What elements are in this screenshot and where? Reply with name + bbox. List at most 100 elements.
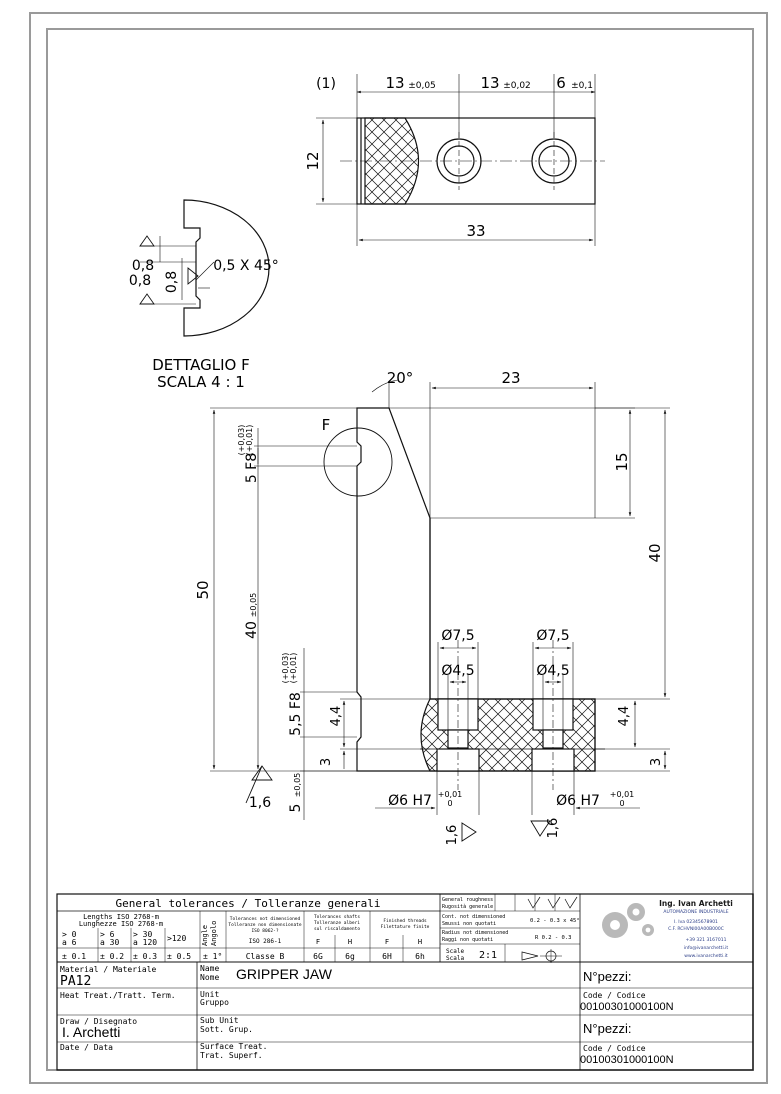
slot-upper-tol-top: (+0,03)	[237, 425, 246, 456]
dim-ref: (1)	[316, 76, 336, 92]
slot-lower-tol-bot: (+0,01)	[289, 653, 298, 684]
dim-13a: 13	[385, 74, 404, 92]
tb-material-value: PA12	[60, 974, 91, 989]
tb-code-l1: Code / Codice	[583, 991, 646, 1000]
tb-t1: ± 0.1	[62, 952, 86, 961]
h7-left-tol-top: +0,01	[438, 790, 463, 799]
tb-unit-l2: Gruppo	[200, 998, 229, 1007]
tb-6H: 6H	[382, 952, 392, 961]
dim-50: 50	[194, 580, 212, 599]
h7-right-tol-top: +0,01	[610, 790, 635, 799]
hole-cbore-2: Ø7,5	[536, 628, 569, 644]
tb-fit-h: H	[348, 938, 352, 946]
tb-fit-f: F	[316, 938, 320, 946]
tb-t5: ± 1°	[203, 952, 222, 961]
detail-f-outline	[183, 199, 270, 337]
dim-3-left: 3	[319, 758, 334, 766]
tb-scale-l1: Scale	[446, 948, 464, 955]
tb-company-l3: C.F. RCHVNI00A00B000C	[668, 926, 724, 932]
slot-upper-tol-bot: (+0,01)	[245, 425, 254, 456]
hole-dia-1: Ø4,5	[441, 663, 474, 679]
tb-company-l5: info@ivanarchetti.it	[684, 945, 729, 951]
dim-13b: 13	[480, 74, 499, 92]
front-view	[210, 379, 670, 842]
tb-company-name: Ing. Ivan Archetti	[659, 899, 733, 908]
tb-part-name: GRIPPER JAW	[236, 966, 333, 982]
tb-date-label: Date / Data	[60, 1043, 113, 1052]
dim-3-right: 3	[649, 758, 664, 766]
tb-fit-h3: sul riscaldamento	[314, 926, 360, 932]
tb-thread-f: F	[385, 938, 389, 946]
detail-r3: 0,8	[164, 271, 180, 293]
tb-radii-h1: Radius not dimensioned	[442, 930, 508, 936]
hole-cbore-1: Ø7,5	[441, 628, 474, 644]
company-gear-icon	[602, 903, 654, 938]
tb-iso-h1: Tolerances not dimensioned	[230, 916, 301, 922]
dim-13a-tol: ±0,05	[408, 81, 436, 91]
tb-company-l6: www.ivanarchetti.it	[684, 953, 728, 959]
tb-draw-label: Draw / Disegnato	[60, 1017, 137, 1026]
h7-left-tol-bot: 0	[447, 799, 452, 808]
tb-iso-h2: Tolleranze non dimensionate	[228, 922, 301, 928]
h7-left: Ø6 H7	[388, 793, 432, 809]
tb-company-l1: AUTOMAZIONE INDUSTRIALE	[663, 909, 728, 915]
dim-6: 6	[556, 74, 566, 92]
tb-6g: 6g	[345, 952, 355, 961]
tb-code-l2: Code / Codice	[583, 1044, 646, 1053]
title-block	[56, 893, 754, 1071]
tb-t2: ± 0.2	[100, 952, 124, 961]
tb-code-v2: 00100301000100N	[580, 1054, 674, 1066]
tb-scale-value: 2:1	[479, 950, 497, 961]
tb-thread-h: H	[418, 938, 422, 946]
top-view	[316, 74, 605, 246]
tb-r1a: > 0	[62, 930, 77, 939]
tb-company-l4: +39 321 3167011	[686, 937, 727, 943]
tb-edges-v: 0.2 - 0.3 x 45°	[530, 918, 580, 924]
tb-fit-h2: Tolleranze alberi	[314, 920, 360, 926]
tb-iso-v: ISO 286-1	[249, 938, 282, 945]
dim-15: 15	[613, 452, 631, 471]
dim-40-left: 40	[244, 621, 260, 639]
tb-rough-h2: Rugosità generale	[442, 903, 493, 910]
slot-lower: 5,5 F8	[288, 692, 304, 736]
dim-23: 23	[501, 369, 520, 387]
detail-r2: 0,8	[129, 273, 151, 289]
tb-lunghezze: Lunghezze ISO 2768-m	[79, 920, 163, 928]
detail-f-callout-circle	[323, 427, 393, 497]
projection-cone	[521, 951, 539, 961]
tb-npezzi-1: N°pezzi:	[583, 969, 632, 984]
tb-t3: ± 0.3	[133, 952, 157, 961]
h7-right: Ø6 H7	[556, 793, 600, 809]
slot-upper: 5 F8	[244, 453, 260, 483]
dim-12: 12	[304, 151, 322, 170]
detail-r1: 0,8	[132, 258, 154, 274]
roughness-a: 1,6	[445, 825, 460, 846]
tb-thread-h2: Filettature finite	[381, 924, 430, 930]
tb-unit-l1: Unit	[200, 990, 219, 999]
tb-npezzi-2: N°pezzi:	[583, 1021, 632, 1036]
tb-sub-l1: Sub Unit	[200, 1016, 239, 1025]
slot-lower-tol-top: (+0,03)	[281, 653, 290, 684]
tb-r2a: > 6	[100, 930, 115, 939]
hole-dia-2: Ø4,5	[536, 663, 569, 679]
tb-edges-h2: Smussi non quotati	[442, 921, 496, 927]
detail-label: DETTAGLIO F	[152, 356, 250, 374]
dim-44-right: 4,4	[617, 706, 632, 727]
tb-surf-l2: Trat. Superf.	[200, 1051, 263, 1060]
detail-f	[139, 199, 270, 337]
dim-40-right: 40	[646, 543, 664, 562]
tb-6G: 6G	[313, 952, 323, 961]
tb-radii-v: R 0.2 - 0.3	[535, 935, 571, 941]
dim-5: 5	[288, 804, 304, 813]
tb-lengths: Lengths ISO 2768-m	[83, 913, 159, 921]
dim-44-left: 4,4	[329, 706, 344, 727]
tb-r1b: a 6	[62, 938, 77, 947]
tb-t4: ± 0.5	[167, 952, 191, 961]
tb-code-v1: 00100301000100N	[580, 1001, 674, 1013]
tb-angle: Angle	[201, 925, 209, 946]
tb-r4: >120	[167, 934, 186, 943]
tb-surf-l1: Surface Treat.	[200, 1042, 267, 1051]
dim-6-tol: ±0,1	[571, 81, 593, 91]
dim-angle: 20°	[387, 369, 414, 387]
